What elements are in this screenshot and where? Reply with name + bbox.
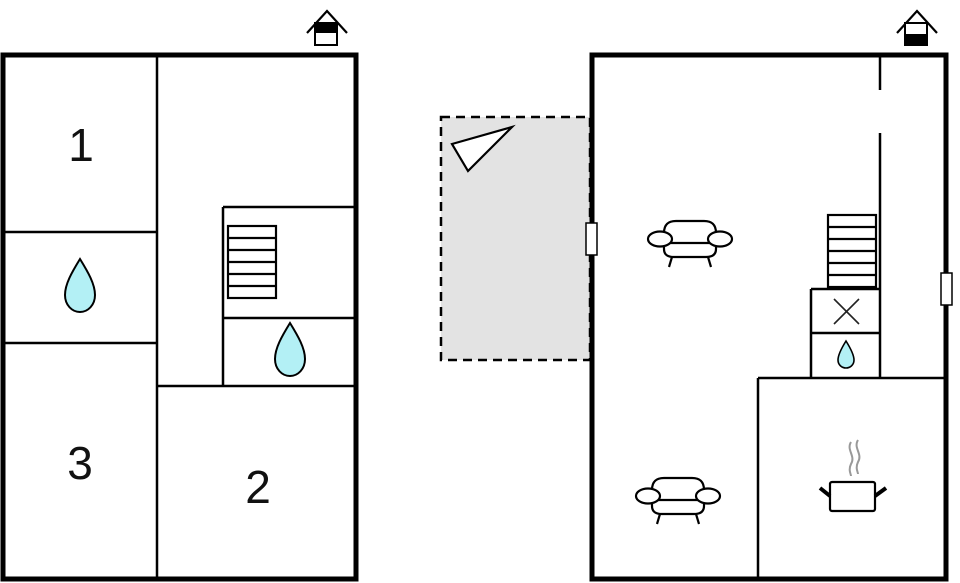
house-ground-floor-icon xyxy=(896,9,938,46)
water-drop-icon xyxy=(837,339,855,369)
window-icon xyxy=(940,272,953,306)
staircase-icon xyxy=(226,224,278,300)
room-label-3: 3 xyxy=(67,437,93,489)
sofa-icon xyxy=(646,219,734,268)
water-drop-icon xyxy=(273,321,307,378)
compass-triangle-icon xyxy=(450,124,516,173)
ground-floor-plan xyxy=(439,9,953,582)
inner-walls xyxy=(3,55,356,579)
house-upper-floor-icon xyxy=(306,9,348,46)
sofa-icon xyxy=(634,476,722,525)
room-label-2: 2 xyxy=(245,461,271,513)
window-icon xyxy=(585,222,598,256)
upper-floor-plan xyxy=(0,9,359,582)
x-mark-icon xyxy=(833,298,860,325)
inner-walls xyxy=(756,55,946,579)
cooking-pot-icon xyxy=(818,439,888,513)
room-label-1: 1 xyxy=(68,119,94,171)
outer-wall xyxy=(589,52,949,582)
staircase-icon xyxy=(826,213,878,289)
water-drop-icon xyxy=(63,257,97,314)
